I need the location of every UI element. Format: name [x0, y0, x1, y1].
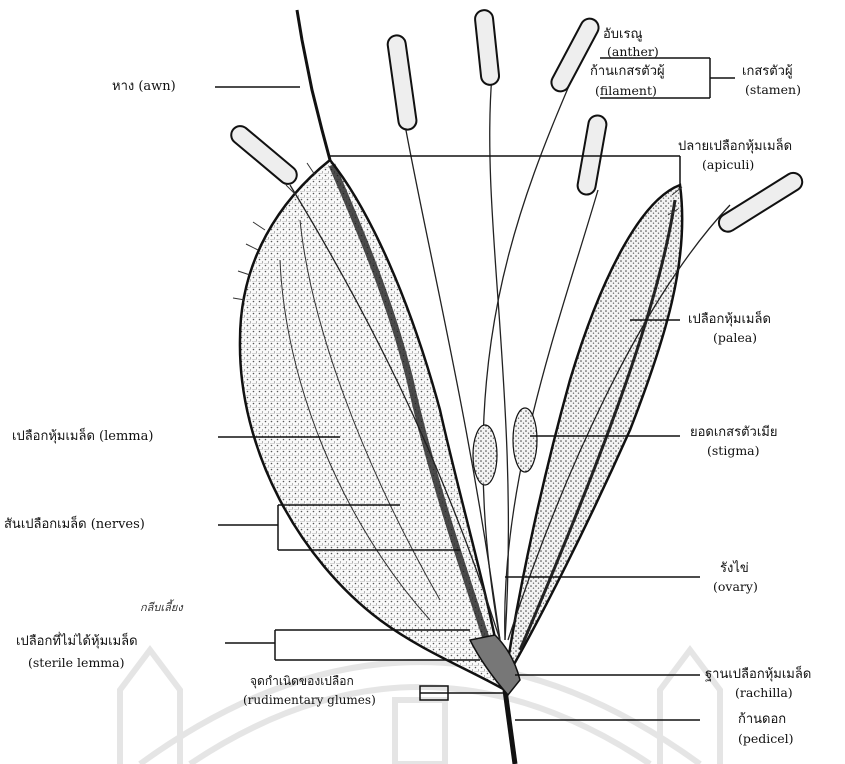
palea-label-en: (palea): [713, 332, 757, 345]
stamen-label-en: (stamen): [745, 84, 801, 97]
anther-label-en: (anther): [607, 46, 659, 59]
apiculi-label-th: ปลายเปลือกหุ้มเมล็ด: [678, 140, 792, 153]
filament-label-en: (filament): [595, 85, 657, 98]
handwritten-note: กลีบเลี้ยง: [140, 602, 183, 613]
sterile-lemma-label-en: (sterile lemma): [28, 657, 124, 670]
awn-shape: [297, 10, 330, 160]
pedicel-label-th: ก้านดอก: [738, 713, 786, 726]
stamen-label-th: เกสรตัวผู้: [742, 65, 793, 78]
ovary-label-th: รังไข่: [720, 562, 749, 575]
sterile-lemma-label-th: เปลือกที่ไม่ได้หุ้มเมล็ด: [16, 635, 138, 648]
rachilla-label-en: (rachilla): [735, 687, 793, 700]
rachilla-label-th: ฐานเปลือกหุ้มเมล็ด: [705, 668, 811, 681]
filament-label-th: ก้านเกสรตัวผู้: [590, 65, 665, 78]
anther-label-th: อับเรณู: [603, 28, 643, 41]
lemma-label: เปลือกหุ้มเมล็ด (lemma): [12, 430, 153, 443]
stigma-label-en: (stigma): [707, 445, 760, 458]
awn-label: หาง (awn): [112, 80, 176, 93]
glumes-label-th: จุดกำเนิดของเปลือก: [250, 675, 354, 687]
watermark-seal: [120, 650, 720, 764]
stigma-label-th: ยอดเกสรตัวเมีย: [690, 426, 777, 439]
glumes-label-en: (rudimentary glumes): [243, 694, 376, 706]
palea-label-th: เปลือกหุ้มเมล็ด: [688, 313, 771, 326]
apiculi-label-en: (apiculi): [702, 159, 754, 172]
ovary-label-en: (ovary): [713, 581, 758, 594]
pedicel-label-en: (pedicel): [738, 733, 794, 746]
nerves-label: สันเปลือกเมล็ด (nerves): [4, 518, 145, 531]
